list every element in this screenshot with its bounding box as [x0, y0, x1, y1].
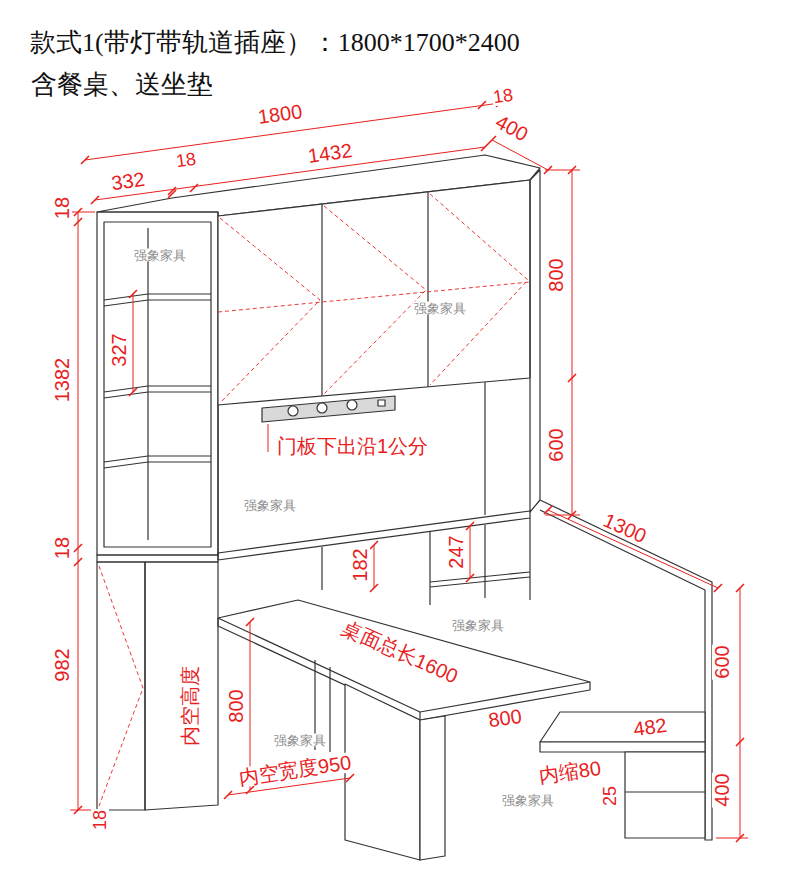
dimension-label: 982	[52, 647, 72, 682]
dimension-label: 1382	[52, 357, 72, 404]
dimension-label: 18	[52, 196, 72, 220]
dimension-label: 600	[712, 644, 732, 679]
dimension-label: 18	[174, 150, 198, 171]
dimension-label: 内空高度	[180, 665, 200, 747]
watermark: 强象家具	[451, 619, 505, 632]
dimension-label: 内缩80	[537, 758, 603, 787]
dimension-label: 1432	[306, 140, 355, 166]
dimension-label: 800	[226, 688, 246, 723]
dimension-label: 600	[546, 427, 566, 462]
subtitle: 含餐桌、送坐垫	[30, 72, 214, 98]
dimension-label: 内空宽度950	[236, 752, 353, 788]
dimension-label: 182	[350, 547, 370, 582]
dimension-label: 门板下出沿1公分	[276, 436, 429, 456]
dimension-label: 18	[91, 809, 109, 831]
dimension-label: 482	[631, 715, 669, 740]
dimension-label: 800	[546, 257, 566, 292]
dimension-label: 18	[491, 86, 515, 107]
dimension-label: 400	[712, 772, 732, 807]
dimension-label: 332	[109, 169, 147, 194]
dimension-label: 1800	[256, 101, 305, 127]
dimension-label: 247	[446, 534, 466, 569]
watermark: 强象家具	[243, 499, 297, 512]
dimension-label: 327	[109, 332, 129, 367]
watermark: 强象家具	[273, 734, 327, 747]
dimension-label: 800	[486, 706, 524, 731]
watermark: 强象家具	[501, 794, 555, 807]
dimension-label: 400	[492, 111, 533, 145]
dimension-label: 25	[601, 785, 619, 807]
dimension-label: 18	[52, 536, 72, 560]
watermark: 强象家具	[133, 249, 187, 262]
watermark: 强象家具	[413, 302, 467, 315]
title: 款式1(带灯带轨道插座）：1800*1700*2400	[30, 30, 520, 56]
